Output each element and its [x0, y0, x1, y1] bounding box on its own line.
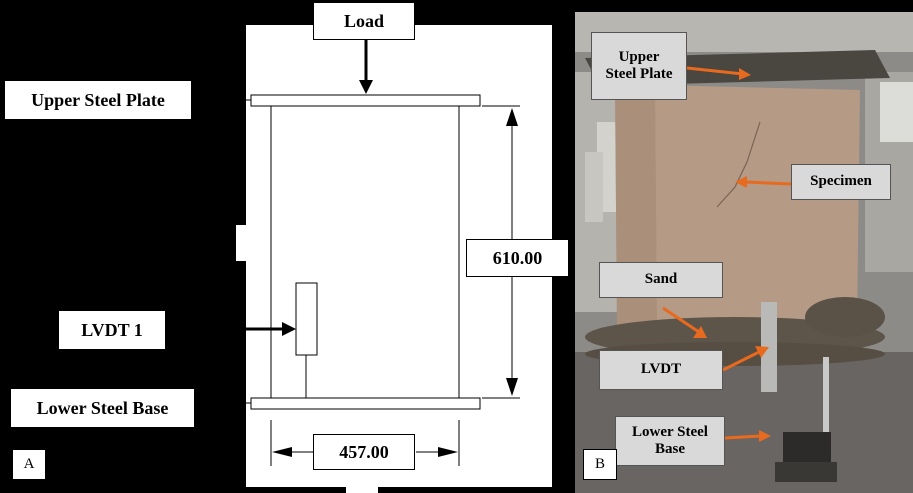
arrow-upper-plate-head [739, 68, 751, 80]
panel-a-corner-label: A [12, 449, 46, 480]
sand-pile-right [805, 297, 885, 337]
arrow-lvdt [722, 350, 760, 372]
upper-steel-plate-label: Upper Steel Plate [4, 80, 192, 120]
panel-b-corner-label: B [583, 449, 617, 480]
photo-scene [575, 12, 913, 493]
background-cylinder-2 [585, 152, 603, 222]
arrow-specimen-head [735, 176, 747, 188]
height-dim-arrow-bottom [506, 378, 518, 396]
panel-notch-bottom [346, 484, 378, 493]
photo-lvdt-label: LVDT [599, 350, 723, 390]
arrow-upper-plate [686, 66, 744, 76]
arrow-lvdt-head [755, 346, 769, 358]
photo-panel: Upper Steel Plate Specimen Sand LVDT Low… [575, 12, 913, 493]
lower-steel-base [250, 397, 481, 410]
arrow-lower-base [724, 434, 762, 440]
lower-steel-base-label: Lower Steel Base [10, 388, 195, 428]
photo-specimen-label: Specimen [791, 164, 891, 200]
magnetic-base [783, 432, 831, 462]
height-dimension-label: 610.00 [466, 239, 569, 277]
width-dim-arrow-left [272, 447, 292, 457]
photo-sand-label: Sand [599, 262, 723, 298]
arrow-sand [662, 306, 700, 334]
lvdt-1-label: LVDT 1 [58, 310, 166, 350]
panel-notch-left [236, 225, 248, 261]
lvdt-sensor-body [295, 282, 318, 356]
background-right-light [880, 82, 913, 142]
width-dim-arrow-right [438, 447, 458, 457]
specimen-crack [716, 121, 761, 208]
load-label: Load [313, 2, 415, 40]
height-dim-arrow-top [506, 108, 518, 126]
width-dimension-label: 457.00 [313, 434, 415, 470]
magnetic-base-lower [775, 462, 837, 482]
photo-lower-steel-base-label: Lower Steel Base [615, 416, 725, 466]
arrow-sand-head [693, 326, 707, 338]
arrow-specimen [744, 180, 792, 186]
lvdt-stand-rod [823, 357, 829, 477]
lvdt-arrow-head [282, 322, 296, 336]
upper-steel-plate [250, 94, 481, 107]
load-arrow-head [359, 80, 373, 94]
arrow-lower-base-head [759, 430, 771, 442]
photo-upper-steel-plate-label: Upper Steel Plate [591, 32, 687, 100]
